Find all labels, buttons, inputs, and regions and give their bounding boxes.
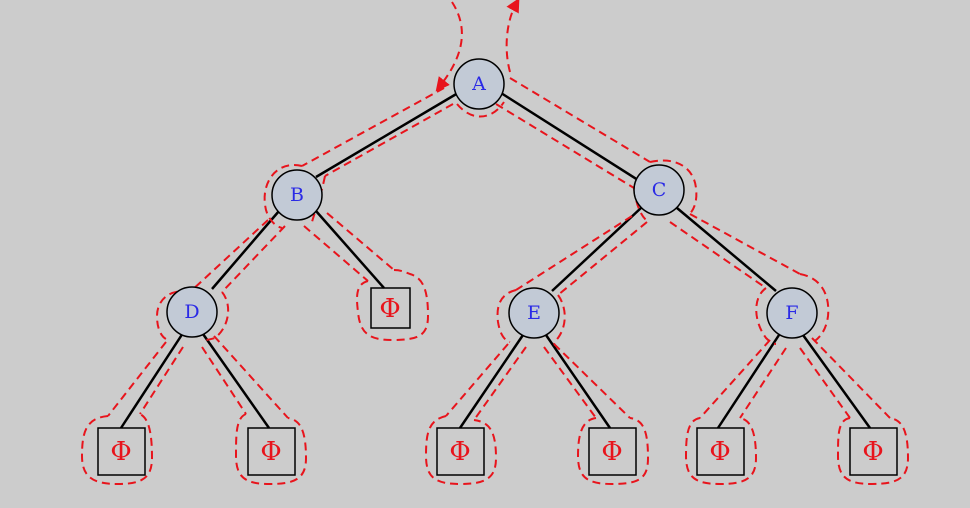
edge-d-null-left — [119, 332, 185, 429]
traversal-a-c-inner — [495, 103, 635, 189]
traversal-f-nr-right — [811, 337, 891, 419]
node-circle — [166, 286, 218, 338]
null-leaf-f-left: Φ — [696, 427, 745, 476]
traversal-e-nl-right — [473, 346, 527, 421]
null-leaf-label: Φ — [449, 437, 470, 467]
edge-f-null-left — [716, 334, 781, 429]
null-leaf-d-left: Φ — [97, 427, 146, 476]
traversal-d-nr-left — [201, 346, 247, 415]
null-leaf-e-left: Φ — [436, 427, 485, 476]
traversal-e-contour — [496, 289, 517, 343]
traversal-d-inner-contour — [203, 291, 230, 341]
traversal-entry-arrow — [435, 1, 463, 92]
null-leaf-box — [370, 287, 411, 329]
traversal-d-contour — [155, 290, 191, 341]
traversal-b-d-left — [189, 219, 269, 293]
traversal-d-nl-left — [107, 341, 167, 417]
traversal-null-e2-contour — [576, 417, 650, 486]
null-leaf-label: Φ — [709, 437, 730, 467]
traversal-b-null-left — [303, 225, 369, 282]
tree-node-e: E — [508, 287, 560, 339]
traversal-null-f2-contour — [836, 417, 910, 486]
edge-f-null-right — [801, 334, 872, 429]
null-leaf-box — [97, 427, 146, 476]
traversal-e-inner-contour — [553, 294, 566, 345]
edge-a-b — [315, 91, 459, 179]
traversal-path — [80, 0, 910, 486]
traversal-b-null-right — [326, 212, 395, 271]
traversal-c-f-right — [689, 213, 801, 275]
traversal-e-nr-right — [553, 343, 631, 419]
traversal-b-d-right — [221, 225, 286, 293]
null-leaf-d-right: Φ — [247, 427, 296, 476]
null-leaf-label: Φ — [110, 437, 131, 467]
edge-a-c — [500, 91, 639, 182]
traversal-f-contour — [755, 287, 777, 345]
traversal-e-nr-left — [543, 346, 597, 419]
null-leaf-f-right: Φ — [849, 427, 898, 476]
null-leaf-box — [247, 427, 296, 476]
traversal-null-e1-contour — [424, 415, 498, 486]
tree-node-a: A — [453, 58, 505, 110]
traversal-b-contour — [263, 164, 303, 229]
traversal-f-nl-left — [699, 339, 771, 419]
node-circle — [271, 169, 323, 221]
null-leaf-box — [849, 427, 898, 476]
traversal-null-b-contour — [356, 269, 430, 342]
null-leaf-box — [696, 427, 745, 476]
node-circle — [453, 58, 505, 110]
node-label: A — [471, 73, 486, 95]
tree-node-c: C — [633, 164, 685, 216]
node-circle — [508, 287, 560, 339]
traversal-f-nr-left — [799, 347, 851, 419]
traversal-null-d1-contour — [80, 413, 154, 486]
node-label: B — [290, 184, 304, 206]
node-circle — [633, 164, 685, 216]
edge-b-null — [315, 210, 385, 289]
edge-e-null-left — [458, 334, 525, 429]
traversal-d-nr-right — [213, 335, 289, 419]
node-label: C — [652, 179, 667, 201]
traversal-c-contour — [649, 159, 698, 217]
traversal-a-c-outer — [509, 77, 651, 163]
traversal-c-e-left — [515, 215, 633, 291]
node-label: D — [184, 301, 199, 323]
traversal-f-nl-right — [739, 347, 787, 419]
null-leaf-box — [436, 427, 485, 476]
edge-b-d — [211, 210, 280, 290]
null-leaf-box — [588, 427, 637, 476]
traversal-a-b-outer — [301, 87, 445, 167]
tree-node-f: F — [766, 287, 818, 339]
traversal-f-inner-contour — [799, 273, 830, 345]
null-leaf-label: Φ — [862, 437, 883, 467]
null-leaf-label: Φ — [601, 437, 622, 467]
traversal-d-nl-right — [139, 346, 184, 415]
tree-node-d: D — [166, 286, 218, 338]
edge-c-f — [676, 207, 777, 292]
null-leaf-b: Φ — [370, 287, 411, 329]
edge-e-null-right — [544, 334, 612, 429]
traversal-c-e-right — [557, 221, 648, 296]
null-leaf-e-right: Φ — [588, 427, 637, 476]
traversal-exit-arrow — [505, 0, 520, 73]
traversal-a-contour — [456, 101, 505, 118]
null-leaf-label: Φ — [260, 437, 281, 467]
node-circle — [766, 287, 818, 339]
traversal-e-nl-left — [445, 343, 509, 417]
edge-d-null-right — [201, 333, 271, 429]
node-label: E — [527, 302, 541, 324]
traversal-c-f-left — [669, 221, 767, 289]
traversal-null-f1-contour — [684, 417, 758, 486]
node-label: F — [785, 302, 798, 324]
tree-node-b: B — [271, 169, 323, 221]
null-leaf-label: Φ — [379, 294, 400, 324]
traversal-null-d2-contour — [234, 413, 308, 486]
edge-c-e — [551, 207, 642, 292]
traversal-a-b-inner — [324, 103, 454, 177]
tree-edges — [119, 91, 872, 429]
